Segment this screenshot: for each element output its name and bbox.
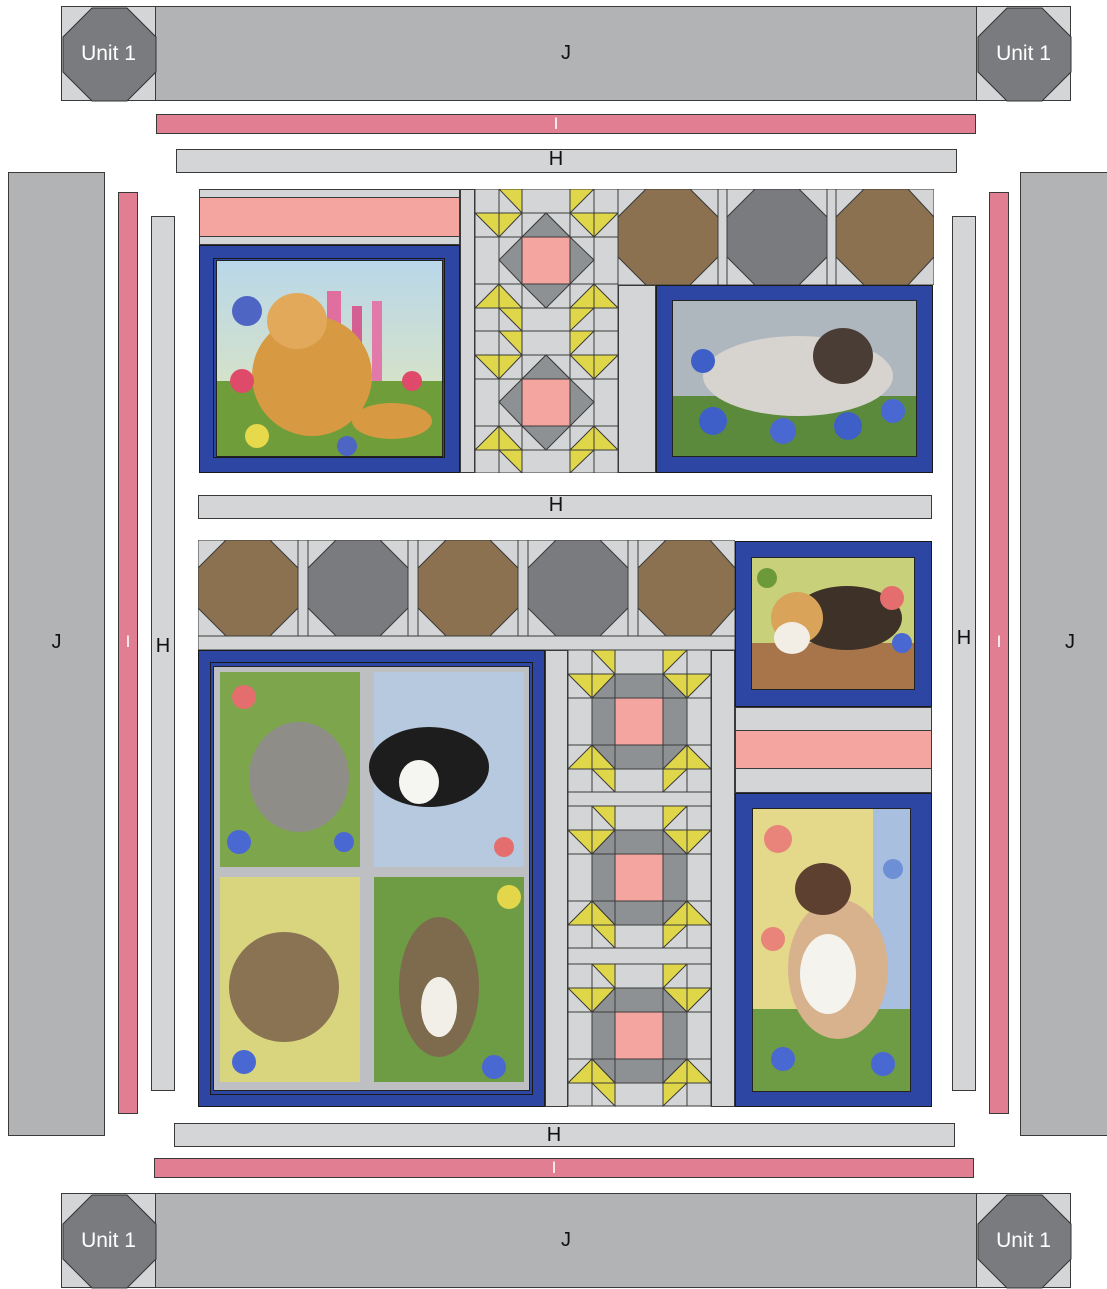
label-j-right: J (1020, 172, 1107, 1112)
star-column-bottom (568, 650, 711, 1107)
label-j-left: J (8, 172, 105, 1112)
divider-star-right (711, 650, 735, 1107)
label-i-top: I (156, 114, 956, 134)
label-h-bottom: H (174, 1123, 934, 1147)
salmon-strip-right (735, 730, 932, 769)
label-j-bottom: J (155, 1193, 977, 1288)
unit-1-top-right: Unit 1 (976, 6, 1071, 101)
label-h-right: H (952, 216, 976, 1060)
label-i-right: I (989, 192, 1009, 1092)
divider-top (460, 189, 475, 473)
salmon-strip-top-left (199, 197, 460, 237)
cat-orange-photo (216, 260, 443, 457)
unit-1-label: Unit 1 (977, 1194, 1070, 1287)
unit-1-label: Unit 1 (977, 7, 1070, 100)
label-h-top: H (176, 147, 936, 171)
unit-1-bottom-left: Unit 1 (61, 1193, 156, 1288)
divider-bottom (545, 650, 568, 1107)
label-i-bottom: I (154, 1158, 954, 1178)
cat-ragdoll-photo (752, 808, 911, 1092)
snowball-row-top (618, 189, 934, 285)
cat-calico-photo (751, 557, 915, 690)
label-h-left: H (151, 216, 175, 1076)
unit-1-bottom-right: Unit 1 (976, 1193, 1071, 1288)
unit-1-label: Unit 1 (62, 1194, 155, 1287)
cat-himalayan-photo (672, 300, 917, 457)
strip-himalayan-left (618, 285, 656, 473)
label-j-top: J (155, 6, 977, 101)
unit-1-top-left: Unit 1 (61, 6, 156, 101)
unit-1-label: Unit 1 (62, 7, 155, 100)
label-h-middle: H (198, 493, 914, 517)
four-kittens-photo (213, 666, 530, 1091)
snowball-row-bottom (198, 540, 735, 650)
star-column-top (475, 189, 618, 473)
label-i-left: I (118, 192, 138, 1092)
